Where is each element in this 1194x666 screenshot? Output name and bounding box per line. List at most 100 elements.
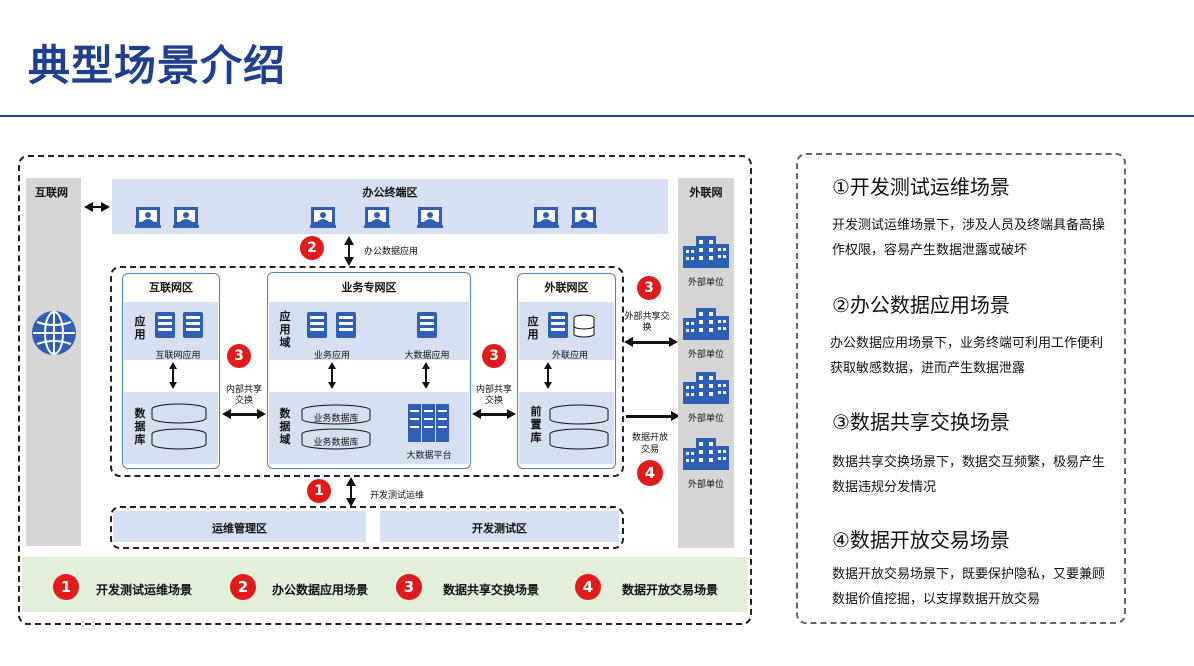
scenario-badge-3: 3	[482, 344, 506, 368]
external-unit-label: 外部单位	[687, 480, 724, 490]
scenario-badge-1: 1	[307, 479, 331, 503]
legend-label-1: 开发测试运维场景	[96, 583, 193, 597]
legend-badge-3: 3	[396, 574, 422, 600]
internet-db-label: 数据库	[134, 407, 146, 446]
server-icon	[547, 311, 569, 343]
database-icon	[150, 402, 208, 458]
database-icon	[300, 404, 372, 456]
internet-app-name: 互联网应用	[155, 351, 201, 361]
internet-column	[26, 178, 81, 546]
dev-test-zone	[380, 511, 619, 542]
extranet-app-label: 应用	[527, 315, 539, 341]
scenario-badge-2: 2	[300, 236, 324, 260]
external-exchange-arrow	[624, 336, 678, 348]
legend-bar	[22, 557, 748, 612]
globe-icon	[30, 309, 78, 357]
ops-mgmt-zone	[113, 511, 366, 542]
office-terminal-label: 办公终端区	[362, 186, 418, 199]
scenario-1-text: 开发测试运维场景下，涉及人员及终端具备高操作权限，容易产生数据泄露或破坏	[832, 218, 1106, 258]
data-open-trade-label: 数据开放交易	[631, 433, 668, 455]
office-data-arrow	[344, 236, 354, 266]
bigdata-app-platform-arrow	[421, 362, 431, 390]
scenario-badge-3: 3	[227, 344, 251, 368]
dev-test-ops-arrow	[346, 477, 356, 507]
terminal-icon	[533, 206, 559, 232]
business-db-2-label: 业务数据库	[313, 438, 359, 448]
legend-label-3: 数据共享交换场景	[443, 583, 540, 597]
terminal-icon	[173, 206, 199, 232]
scenario-1-heading: ①开发测试运维场景	[832, 175, 1010, 199]
server-icon	[306, 311, 328, 343]
inner-network-frame	[110, 266, 624, 477]
scenario-badge-4: 4	[637, 460, 663, 486]
internet-column-label: 互联网	[35, 186, 68, 199]
scenario-2-text: 办公数据应用场景下，业务终端可利用工作便利获取敏感数据，进而产生数据泄露	[830, 336, 1104, 376]
bigdata-platform-label: 大数据平台	[406, 451, 452, 461]
data-open-trade-arrow	[626, 410, 680, 422]
terminal-icon	[417, 206, 443, 232]
database-icon	[573, 314, 595, 342]
server-icon	[182, 311, 204, 343]
dev-test-ops-label: 开发测试运维	[370, 491, 425, 501]
scenario-4-text: 数据开放交易场景下，既要保护隐私，又要兼顾数据价值挖掘，以支撑数据开放交易	[832, 567, 1106, 607]
extranet-column	[678, 178, 734, 548]
scenario-3-heading: ③数据共享交换场景	[832, 410, 1010, 434]
ops-mgmt-zone-label: 运维管理区	[212, 522, 267, 535]
terminal-icon	[364, 206, 390, 232]
internet-app-db-arrow	[168, 362, 178, 390]
front-db-band	[519, 392, 614, 464]
scenario-4-heading: ④数据开放交易场景	[832, 528, 1010, 552]
server-icon	[416, 311, 438, 343]
title-divider	[0, 115, 1194, 117]
ops-dev-frame	[110, 506, 624, 549]
building-icon	[683, 438, 729, 474]
server-icon	[154, 311, 176, 343]
legend-label-4: 数据开放交易场景	[622, 583, 719, 597]
business-app-domain-label: 应用域	[279, 310, 291, 349]
external-unit-label: 外部单位	[687, 414, 724, 424]
internal-exchange-left-label: 内部共享交换	[225, 385, 262, 406]
legend-badge-2: 2	[230, 574, 256, 600]
scenario-badge-3: 3	[637, 276, 661, 300]
server-icon	[335, 311, 357, 343]
external-unit-label: 外部单位	[687, 350, 724, 360]
bigdata-platform-icon	[408, 404, 450, 446]
scenario-2-heading: ②办公数据应用场景	[832, 293, 1010, 317]
scenario-panel	[796, 153, 1126, 624]
legend-badge-4: 4	[575, 574, 601, 600]
database-icon	[548, 404, 610, 456]
terminal-icon	[571, 206, 597, 232]
building-icon	[683, 236, 729, 272]
extranet-app-db-arrow	[543, 362, 553, 390]
building-icon	[683, 308, 729, 344]
internet-app-label: 应用	[134, 315, 146, 341]
business-db-1-label: 业务数据库	[313, 414, 359, 424]
extranet-app-name: 外联应用	[551, 351, 588, 361]
terminal-icon	[135, 206, 161, 232]
scenario-3-text: 数据共享交换场景下，数据交互频繁，极易产生数据违规分发情况	[832, 455, 1106, 495]
business-zone-title: 业务专网区	[341, 281, 397, 294]
external-exchange-label: 外部共享交换	[624, 312, 670, 333]
internal-exchange-right-label: 内部共享交换	[475, 385, 512, 406]
internal-exchange-left-arrow	[222, 408, 266, 420]
internet-zone-title: 互联网区	[149, 281, 193, 294]
dev-test-zone-label: 开发测试区	[472, 522, 527, 535]
external-unit-label: 外部单位	[687, 278, 724, 288]
legend-badge-1: 1	[53, 574, 79, 600]
legend-label-2: 办公数据应用场景	[272, 583, 369, 597]
extranet-zone-title: 外联网区	[544, 281, 589, 294]
office-data-app-label: 办公数据应用	[364, 247, 419, 257]
building-icon	[683, 372, 729, 408]
internet-office-arrow	[84, 202, 110, 212]
page-title: 典型场景介绍	[28, 41, 287, 90]
business-app-db-arrow	[327, 362, 337, 390]
front-db-label: 前置库	[530, 405, 542, 444]
terminal-icon	[310, 206, 336, 232]
business-data-band	[269, 392, 469, 464]
extranet-column-label: 外联网	[689, 186, 723, 199]
bigdata-app-name: 大数据应用	[404, 351, 450, 361]
diagram-frame	[18, 155, 752, 625]
business-app-name: 业务应用	[313, 351, 350, 361]
internal-exchange-right-arrow	[472, 408, 516, 420]
business-data-domain-label: 数据域	[279, 407, 291, 446]
